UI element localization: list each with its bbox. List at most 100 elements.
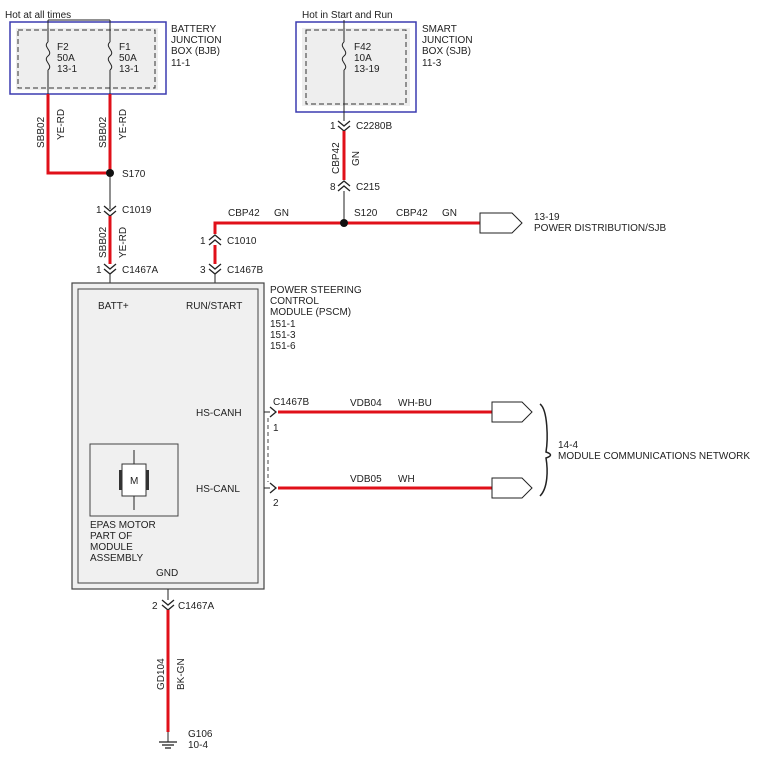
wire-sbb02-right-label: SBB02: [98, 116, 109, 148]
sjb-label-2: JUNCTION: [422, 35, 473, 46]
fuse-f1-ref: 13-1: [119, 64, 139, 75]
hot-in-start-run-label: Hot in Start and Run: [302, 10, 393, 21]
wire-yerd-right-label: YE-RD: [118, 109, 129, 140]
sjb-label-1: SMART: [422, 24, 457, 35]
fuse-f42-name: F42: [354, 42, 372, 53]
wire-sbb02-left-label: SBB02: [36, 116, 47, 148]
hot-at-all-times-label: Hot at all times: [5, 10, 71, 21]
wire-vdb04-label: VDB04: [350, 398, 382, 409]
wire-cbp42-right-label: CBP42: [396, 208, 428, 219]
epas-label-2: PART OF: [90, 531, 132, 542]
wire-yerd-left-label: YE-RD: [56, 109, 67, 140]
motor-brush-right: [146, 470, 149, 490]
bjb-outline: [9, 21, 167, 95]
pscm-module: POWER STEERING CONTROL MODULE (PSCM) 151…: [71, 282, 362, 590]
pscm-inner: [77, 288, 259, 584]
network-ref: 14-4: [558, 440, 578, 451]
connector-c2280b-pin: 1: [330, 121, 336, 132]
connector-c1010: [208, 234, 222, 246]
bjb-label-4: 11-1: [171, 58, 191, 69]
bjb-label-2: JUNCTION: [171, 35, 222, 46]
can-low-arrow[interactable]: [491, 477, 533, 499]
motor-icon-label: M: [130, 476, 138, 487]
battery-junction-box: Hot at all times BATTERY JUNCTION BOX (B…: [5, 10, 222, 95]
connector-c215-pin: 8: [330, 182, 336, 193]
smart-junction-box: Hot in Start and Run SMART JUNCTION BOX …: [295, 10, 473, 113]
epas-label-4: ASSEMBLY: [90, 553, 143, 564]
wire-vdb05-label: VDB05: [350, 474, 382, 485]
sjb-dash: [305, 29, 407, 105]
epas-label-1: EPAS MOTOR: [90, 520, 156, 531]
connector-c1467b-canl: [269, 482, 278, 494]
power-distribution-arrow[interactable]: [479, 212, 523, 234]
pin-gnd: GND: [156, 568, 178, 579]
ground-icon: [159, 732, 177, 749]
connector-c1467a-top-label: C1467A: [122, 265, 158, 276]
can-high-arrow[interactable]: [491, 401, 533, 423]
connector-c1019-label: C1019: [122, 205, 152, 216]
bjb-dash: [17, 29, 156, 89]
splice-s170-label: S170: [122, 169, 146, 180]
wire-gd104-label: GD104: [156, 658, 167, 690]
connector-c215: [337, 180, 351, 192]
connector-c1467a-top-pin: 1: [96, 265, 102, 276]
connector-can-pin1: 1: [273, 423, 279, 434]
wire-whbu-label: WH-BU: [398, 398, 432, 409]
wire-gn-left-label: GN: [274, 208, 289, 219]
pscm-label-3: MODULE (PSCM): [270, 307, 351, 318]
sjb-fill: [302, 28, 410, 106]
connector-c215-label: C215: [356, 182, 380, 193]
motor-brush-left: [119, 470, 122, 490]
connector-c1467a-bottom-label: C1467A: [178, 601, 214, 612]
pin-run-start: RUN/START: [186, 301, 242, 312]
pin-hs-canh: HS-CANH: [196, 408, 242, 419]
fuse-f2-name: F2: [57, 42, 69, 53]
fuse-f42-rating: 10A: [354, 53, 372, 64]
connector-c1467a-bottom: [161, 599, 175, 611]
wire-cbp42-left: [213, 221, 344, 234]
pin-hs-canl: HS-CANL: [196, 484, 240, 495]
wire-sbb02-lower-label: SBB02: [98, 226, 109, 258]
fuse-f42: F42 10A 13-19: [341, 41, 380, 121]
bjb-label-3: BOX (BJB): [171, 46, 220, 57]
pscm-label-6: 151-6: [270, 341, 296, 352]
wire-wh-label: WH: [398, 474, 415, 485]
connector-can-pin2: 2: [273, 498, 279, 509]
fuse-f42-symbol: [341, 41, 347, 71]
connector-c2280b-label: C2280B: [356, 121, 392, 132]
splice-s120: [340, 219, 348, 227]
power-distribution-label: POWER DISTRIBUTION/SJB: [534, 223, 667, 234]
wire-sbb02-left: [46, 94, 110, 175]
fuse-f1-name: F1: [119, 42, 131, 53]
connector-c1019-pin: 1: [96, 205, 102, 216]
ground-g106-ref: 10-4: [188, 740, 208, 751]
connector-c1010-label: C1010: [227, 236, 257, 247]
network-label: MODULE COMMUNICATIONS NETWORK: [558, 451, 750, 462]
fuse-f2-ref: 13-1: [57, 64, 77, 75]
fuse-f1: F1 50A 13-1: [107, 41, 139, 94]
fuse-f42-ref: 13-19: [354, 64, 380, 75]
connector-c1467a-top: [103, 263, 117, 275]
sjb-label-3: BOX (SJB): [422, 46, 471, 57]
wire-bkgn-label: BK-GN: [176, 658, 187, 690]
ground-g106-label: G106: [188, 729, 213, 740]
connector-c1467b-can-label: C1467B: [273, 397, 309, 408]
pscm-outer: [71, 282, 265, 590]
power-distribution-ref: 13-19: [534, 212, 560, 223]
sjb-label-4: 11-3: [422, 58, 442, 69]
fuse-f2-rating: 50A: [57, 53, 75, 64]
connector-c1467b-top-label: C1467B: [227, 265, 263, 276]
connector-c1467b-top-pin: 3: [200, 265, 206, 276]
pin-batt-plus: BATT+: [98, 301, 129, 312]
epas-motor-box: [89, 443, 179, 517]
connector-c1467b-canh: [269, 406, 278, 418]
wire-yerd-lower-label: YE-RD: [118, 227, 129, 258]
fuse-f1-rating: 50A: [119, 53, 137, 64]
fuse-f2-symbol: [45, 41, 51, 71]
wire-cbp42-vertical-label: CBP42: [331, 142, 342, 174]
wire-cbp42-left-label: CBP42: [228, 208, 260, 219]
connector-c1010-pin: 1: [200, 236, 206, 247]
fuse-f1-symbol: [107, 41, 113, 71]
epas-label-3: MODULE: [90, 542, 133, 553]
wire-gn-vertical-label: GN: [351, 151, 362, 166]
